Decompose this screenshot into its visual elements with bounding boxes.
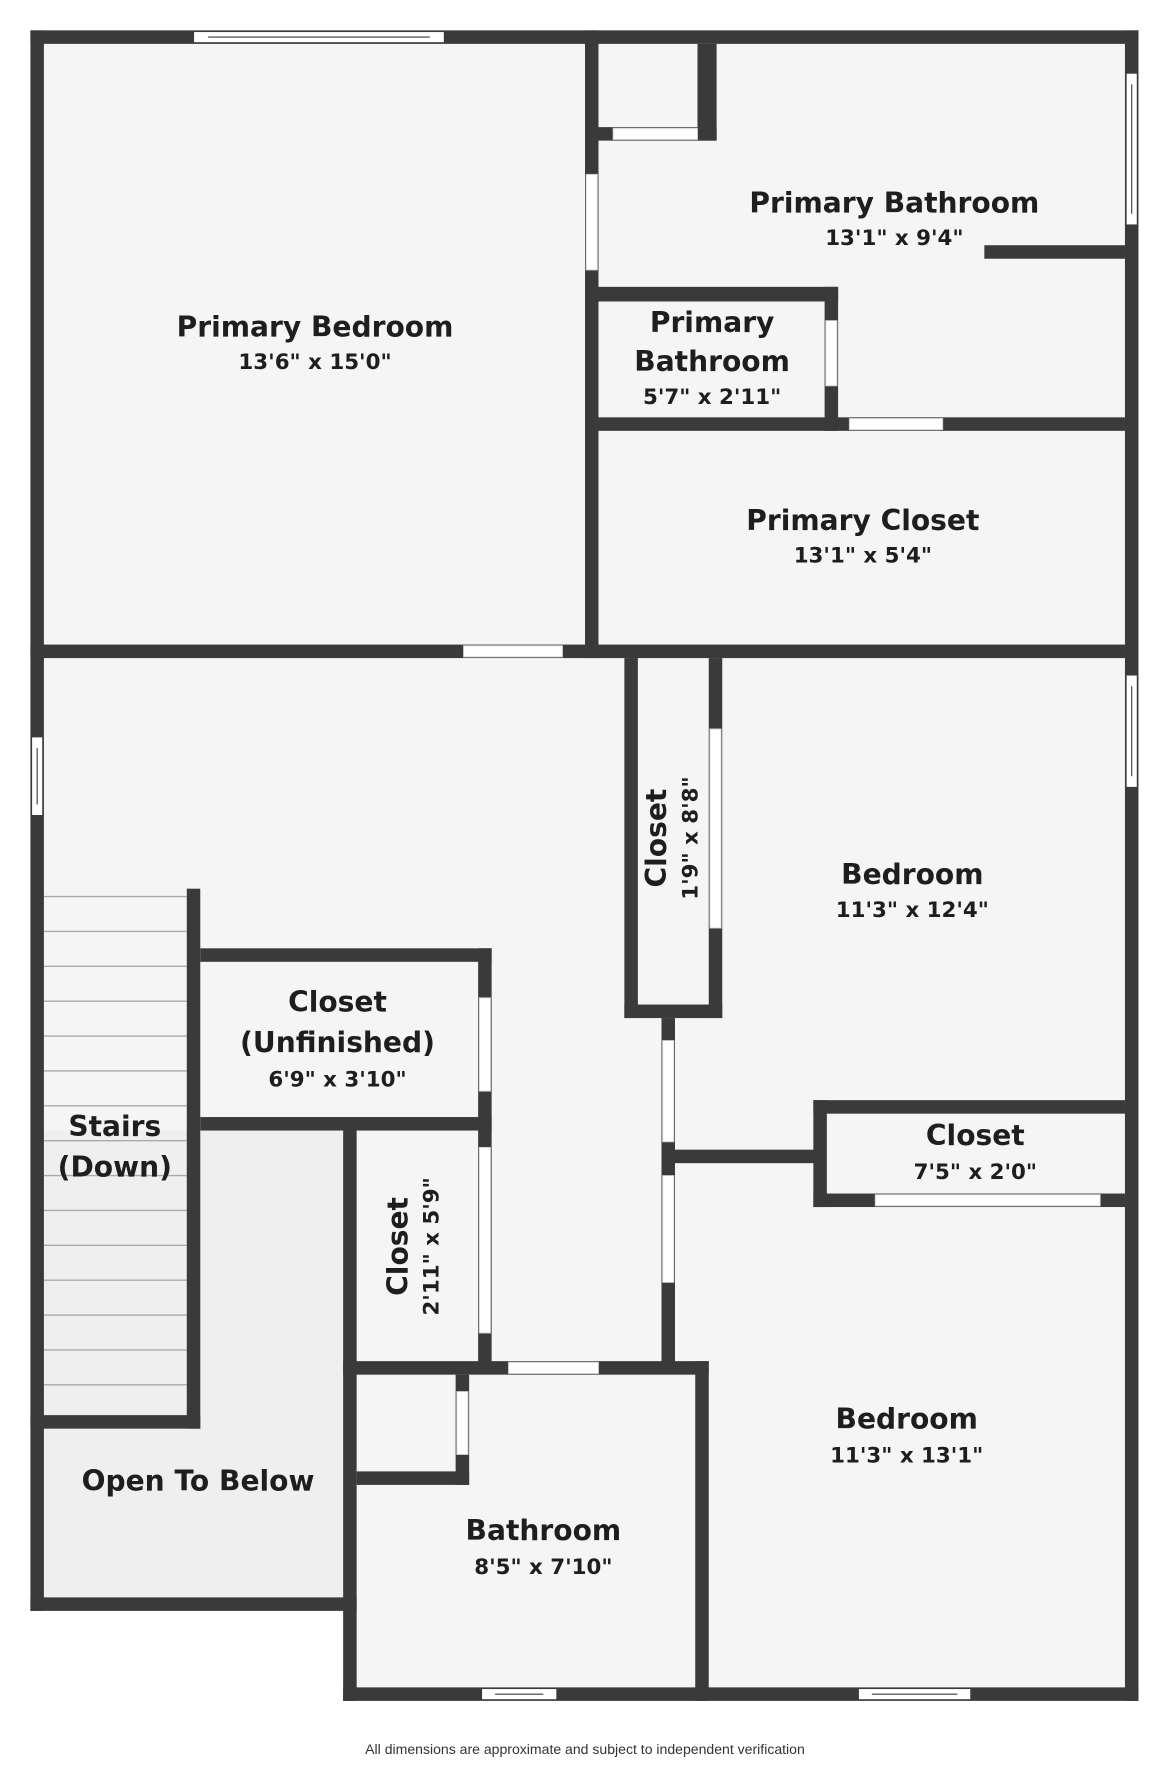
room-dimensions: 13'1" x 9'4" [825,226,963,251]
room-dimensions: 2'11" x 5'9" [420,1177,445,1315]
room-dimensions: 13'6" x 15'0" [238,350,391,375]
door-openings [456,127,1101,1455]
room-dimensions: 1'9" x 8'8" [678,776,703,899]
room-name: Bedroom [836,1403,978,1436]
room-name: Closet [381,1197,414,1296]
room-name: Bedroom [841,858,983,891]
disclaimer-footer: All dimensions are approximate and subje… [365,1741,805,1757]
room-name: Bathroom [634,345,790,378]
room-bathroom: Bathroom 8'5" x 7'10" [466,1514,622,1580]
room-closet-unfinished: Closet (Unfinished) 6'9" x 3'10" [240,985,435,1092]
room-name: Closet [640,789,673,888]
room-primary-bathroom: Primary Bathroom 13'1" x 9'4" [749,187,1039,252]
room-closet-hall: Closet 2'11" x 5'9" [381,1177,444,1315]
room-name: Open To Below [82,1465,315,1498]
room-name: Primary Bedroom [177,310,454,343]
room-bedroom-2: Bedroom 11'3" x 13'1" [830,1403,983,1469]
stairs-steps [43,895,187,1386]
floor-areas [0,37,1132,1765]
room-dimensions: 11'3" x 12'4" [836,898,989,923]
stairs-down: Stairs (Down) [58,1110,172,1183]
windows [30,30,1138,1701]
room-dimensions: 6'9" x 3'10" [268,1068,406,1093]
room-name: Bathroom [466,1514,622,1547]
room-name: Primary Bathroom [749,187,1039,220]
room-name: Closet [288,985,387,1018]
room-bedroom-1: Bedroom 11'3" x 12'4" [836,858,989,923]
room-closet-narrow: Closet 1'9" x 8'8" [640,776,703,899]
room-primary-closet: Primary Closet 13'1" x 5'4" [746,504,979,569]
stairs-label: Stairs [68,1110,161,1143]
room-closet-bedroom: Closet 7'5" x 2'0" [914,1119,1037,1185]
room-name: Primary [650,306,775,339]
room-dimensions: 13'1" x 5'4" [794,543,932,568]
room-name: (Unfinished) [240,1026,435,1059]
room-dimensions: 11'3" x 13'1" [830,1443,983,1468]
room-primary-bedroom: Primary Bedroom 13'6" x 15'0" [177,310,454,375]
open-to-below: Open To Below [82,1465,315,1498]
room-dimensions: 8'5" x 7'10" [474,1555,612,1580]
room-name: Primary Closet [746,504,979,537]
room-primary-bathroom-small: Primary Bathroom 5'7" x 2'11" [634,306,790,410]
stairs-label: (Down) [58,1151,172,1184]
room-dimensions: 5'7" x 2'11" [643,385,781,410]
room-dimensions: 7'5" x 2'0" [914,1160,1037,1185]
room-name: Closet [926,1119,1025,1152]
